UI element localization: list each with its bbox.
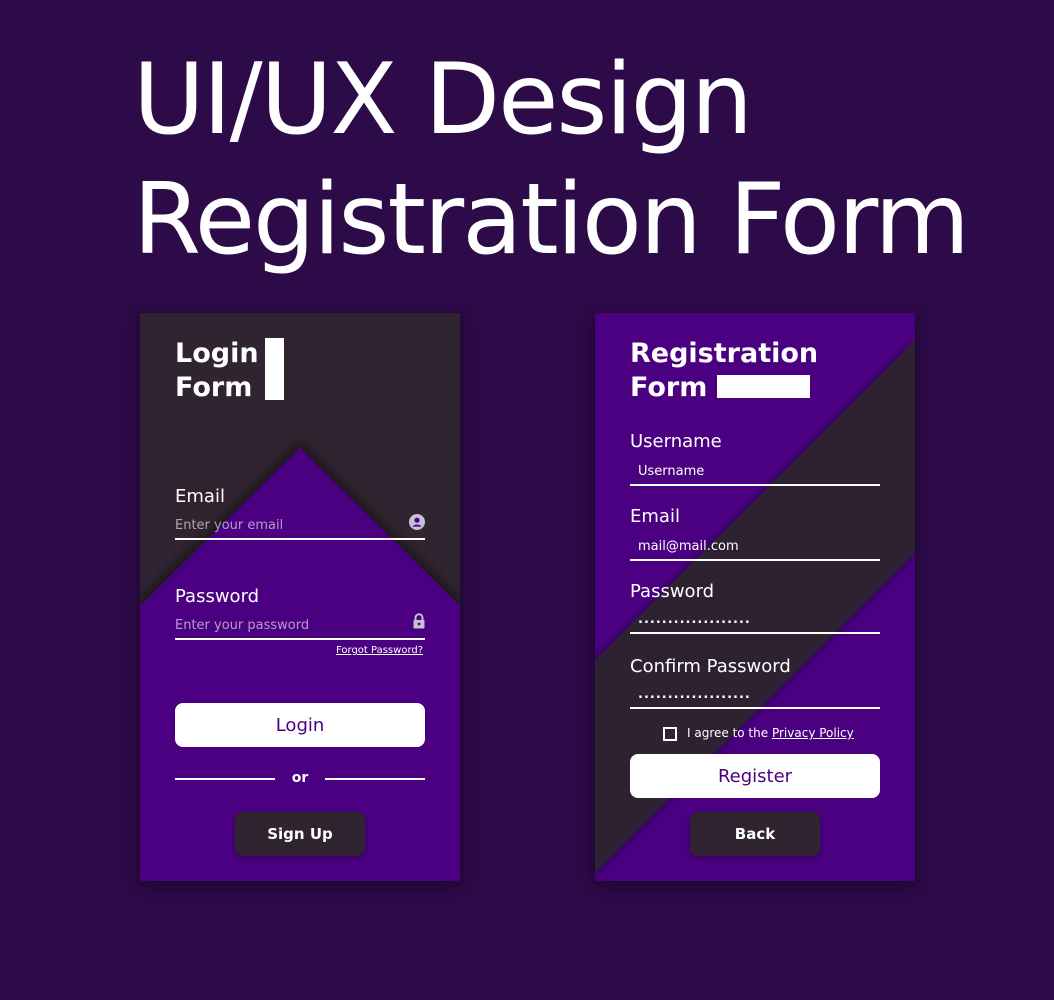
hero-title-line1: UI/UX Design — [133, 43, 753, 157]
register-button[interactable]: Register — [630, 754, 880, 798]
privacy-policy-link[interactable]: Privacy Policy — [771, 726, 854, 740]
login-title-line1: Login — [175, 338, 259, 369]
confirm-password-input[interactable] — [630, 687, 880, 709]
email-label: Email — [175, 486, 225, 507]
username-input[interactable] — [630, 464, 880, 486]
email-input[interactable] — [630, 539, 880, 561]
forgot-password-link[interactable]: Forgot Password? — [336, 645, 424, 656]
or-divider-text: or — [291, 770, 309, 786]
password-input[interactable] — [630, 612, 880, 634]
login-button[interactable]: Login — [175, 703, 425, 747]
email-input[interactable] — [175, 518, 425, 540]
login-title-line2: Form — [175, 372, 253, 403]
user-circle-icon — [409, 514, 425, 530]
registration-title-line1: Registration — [630, 338, 819, 369]
login-card: Login Form Email Password Forgot Passwor… — [140, 313, 460, 881]
divider-line-right — [325, 778, 425, 780]
registration-title-line2: Form — [630, 372, 708, 403]
confirm-password-label: Confirm Password — [630, 656, 791, 677]
password-label: Password — [630, 581, 715, 602]
email-label: Email — [630, 506, 680, 527]
password-input[interactable] — [175, 618, 425, 640]
title-accent-bar — [717, 375, 810, 398]
title-accent-bar — [265, 338, 284, 400]
registration-title: Registration Form — [630, 337, 818, 405]
username-label: Username — [630, 431, 722, 452]
agree-prefix: I agree to the — [687, 726, 769, 740]
back-button[interactable]: Back — [690, 812, 820, 856]
hero-title-line2: Registration Form — [133, 163, 970, 277]
registration-card: Registration Form Username Email Passwor… — [595, 313, 915, 881]
lock-icon — [413, 613, 425, 629]
sign-up-button[interactable]: Sign Up — [235, 812, 365, 856]
password-label: Password — [175, 586, 260, 607]
login-card-background — [140, 313, 460, 881]
hero-title: UI/UX Design Registration Form — [133, 40, 970, 280]
agree-text: I agree to the Privacy Policy — [687, 726, 854, 740]
privacy-checkbox[interactable] — [663, 727, 677, 741]
login-title: Login Form — [175, 337, 259, 405]
divider-line-left — [175, 778, 275, 780]
